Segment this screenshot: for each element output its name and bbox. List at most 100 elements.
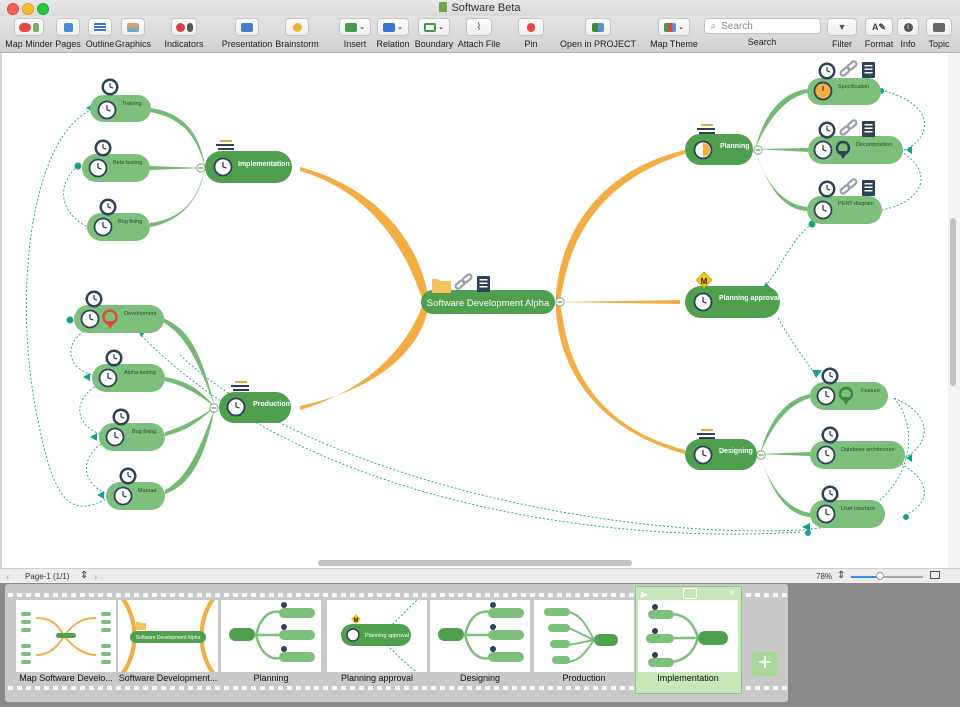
brainstorm-icon (285, 18, 309, 36)
clock-icon (99, 102, 116, 119)
graphics-button[interactable]: Graphics (115, 18, 151, 49)
topic-user-interface[interactable]: User interface (810, 486, 885, 529)
svg-text:Bug fixing: Bug fixing (132, 429, 156, 435)
clock-badge-icon (819, 122, 836, 139)
indicators-icon (171, 18, 197, 36)
vertical-scroll-thumb[interactable] (950, 218, 956, 386)
fit-page-icon[interactable] (930, 571, 940, 579)
slide-thumb-4[interactable]: Planning approvalM (327, 600, 427, 672)
topic-beta-testing[interactable]: Beta testing (82, 140, 150, 183)
slide-label-4: Planning approval (325, 673, 429, 683)
format-button[interactable]: A✎ Format (864, 18, 894, 49)
collapse-toggle[interactable] (197, 164, 205, 172)
central-topic-label: Software Development Alpha (427, 298, 550, 309)
svg-text:Training: Training (122, 101, 142, 107)
topic-development[interactable]: Development (74, 291, 164, 334)
topic-icon (926, 18, 952, 36)
progress-clock-icon (815, 83, 832, 100)
slide-thumb-7[interactable] (638, 600, 738, 672)
clock-icon (115, 488, 132, 505)
zoom-slider-knob[interactable] (876, 572, 884, 580)
clock-icon (100, 370, 117, 387)
slide-thumb-6[interactable] (534, 600, 634, 672)
slide-thumb-3[interactable] (221, 600, 321, 672)
topic-manual[interactable]: Manual (106, 468, 165, 511)
topic-planning-approval[interactable]: Planning approval M (685, 272, 780, 318)
map-canvas[interactable]: Software Development Alpha Implementatio… (2, 53, 948, 568)
add-slide-button[interactable]: + (752, 652, 778, 676)
svg-text:Implementation: Implementation (238, 161, 290, 168)
central-topic[interactable]: Software Development Alpha (421, 273, 564, 314)
map-theme-icon: ⌄ (658, 18, 690, 36)
boundary-button[interactable]: ⌄ Boundary (416, 18, 452, 49)
relation-icon: ⌄ (377, 18, 409, 36)
topic-bug-fixing[interactable]: Bug fixing (87, 199, 150, 242)
svg-text:Planning approval: Planning approval (719, 295, 780, 302)
search-input[interactable]: ⌕Search (704, 18, 821, 34)
clock-badge-icon (106, 350, 123, 367)
zoom-level: 78% (816, 572, 832, 581)
outline-button[interactable]: Outline (85, 18, 115, 49)
topic-button[interactable]: Topic (925, 18, 953, 49)
topic-specification[interactable]: Specification (807, 60, 881, 105)
pin-button[interactable]: Pin (518, 18, 544, 49)
clock-badge-icon (819, 63, 836, 80)
close-slide-icon[interactable]: × (729, 587, 735, 599)
svg-text:Specification: Specification (838, 84, 869, 90)
search-icon: ⌕ (711, 21, 717, 32)
presentation-button[interactable]: Presentation (221, 18, 273, 49)
clock-icon (90, 160, 107, 177)
topic-production[interactable]: Production (210, 381, 291, 423)
info-icon: i (897, 18, 919, 36)
svg-text:User interface: User interface (841, 506, 875, 512)
topic-implementation[interactable]: Implementation (197, 140, 292, 183)
topic-decomposition[interactable]: Decomposition (808, 119, 903, 164)
pages-button[interactable]: Pages (56, 18, 80, 49)
project-icon (585, 18, 611, 36)
collapse-toggle[interactable] (757, 451, 765, 459)
topic-training[interactable]: Training (90, 79, 151, 123)
clock-icon (215, 159, 232, 176)
collapse-toggle[interactable] (210, 404, 218, 412)
relation-button[interactable]: ⌄ Relation (377, 18, 409, 49)
slide-thumb-2[interactable]: Software Development Alpha (118, 600, 218, 672)
collapse-toggle[interactable] (556, 298, 564, 306)
insert-button[interactable]: ⌄ Insert (339, 18, 371, 49)
topic-database-architecture[interactable]: Database architecture (810, 427, 905, 470)
search-group: ⌕Search Search (703, 18, 821, 47)
clock-icon (818, 506, 835, 523)
attach-file-button[interactable]: ⌇ Attach File (457, 18, 501, 49)
format-icon: A✎ (865, 18, 893, 36)
horizontal-scroll-thumb[interactable] (318, 560, 632, 566)
window-title: Software Beta (0, 2, 960, 14)
next-page-icon[interactable]: › (94, 572, 97, 583)
indicators-button[interactable]: Indicators (164, 18, 204, 49)
slide-thumb-5[interactable] (430, 600, 530, 672)
zoom-stepper-icon[interactable]: ⇕ (837, 570, 845, 581)
play-icon[interactable]: ▶ (641, 589, 648, 600)
topic-designing[interactable]: Designing (685, 429, 765, 470)
graphics-icon (121, 18, 145, 36)
insert-icon: ⌄ (339, 18, 371, 36)
open-in-project-button[interactable]: Open in PROJECT (561, 18, 635, 49)
topic-bug-fixing-production[interactable]: Bug fixing (99, 409, 165, 452)
toolbar: Map Minder Pages Outline Graphics Indica… (0, 16, 960, 53)
slide-thumb-1[interactable] (16, 600, 116, 672)
svg-text:Manual: Manual (138, 488, 156, 494)
topic-pert-diagram[interactable]: PERT diagram (807, 178, 882, 224)
collapse-toggle[interactable] (754, 146, 762, 154)
filter-button[interactable]: ▼ Filter (827, 18, 857, 49)
topic-alpha-testing[interactable]: Alpha testing (92, 350, 165, 393)
boundary-icon: ⌄ (418, 18, 450, 36)
svg-text:Feature: Feature (861, 388, 880, 394)
brainstorm-button[interactable]: Brainstorm (276, 18, 318, 49)
topic-feature[interactable]: Feature (810, 368, 888, 411)
page-stepper-icon[interactable]: ⇕ (80, 570, 88, 581)
previous-page-icon[interactable]: ‹ (6, 572, 9, 583)
topic-planning[interactable]: Planning (685, 124, 762, 165)
info-button[interactable]: i Info (897, 18, 919, 49)
camera-icon[interactable] (683, 588, 697, 599)
map-theme-button[interactable]: ⌄ Map Theme (651, 18, 697, 49)
link-icon (840, 119, 858, 135)
map-minder-button[interactable]: Map Minder (6, 18, 52, 49)
